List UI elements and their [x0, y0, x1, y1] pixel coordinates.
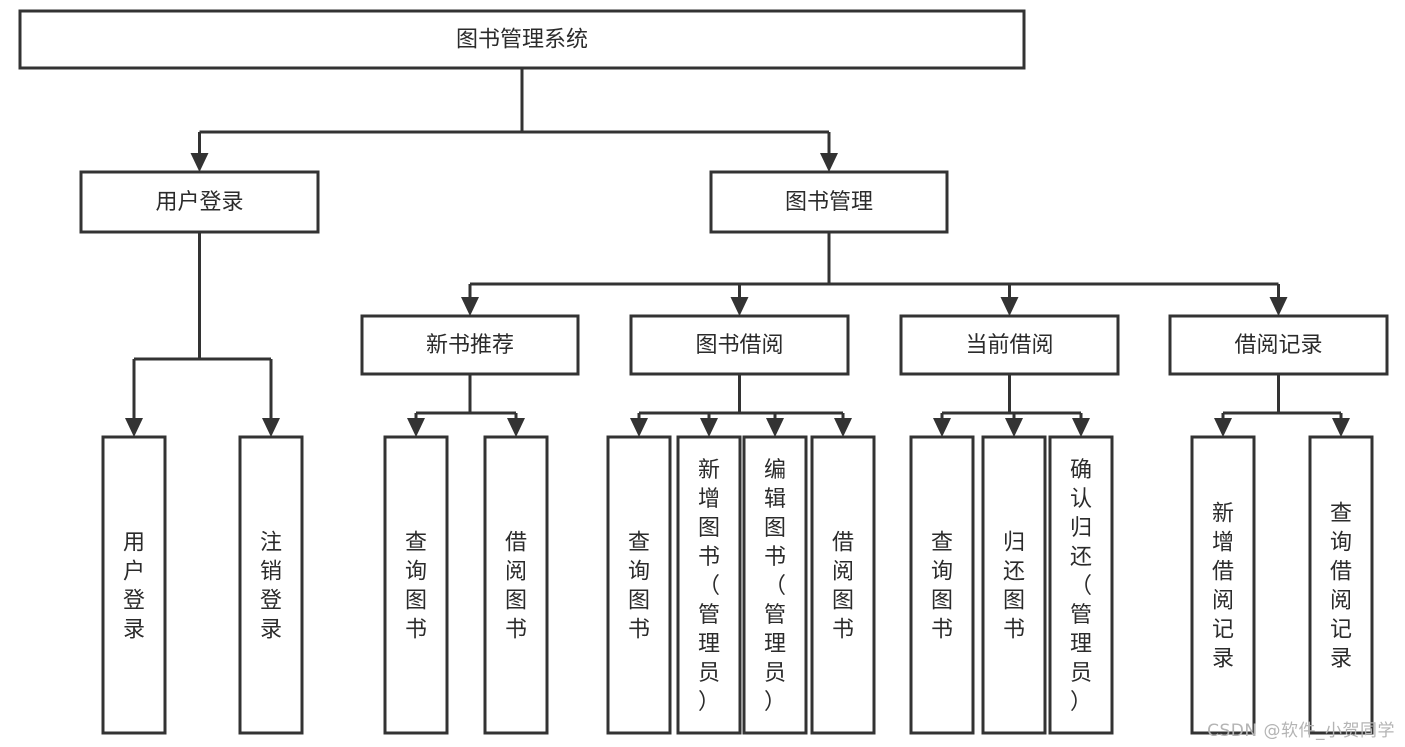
node-label: 新增图书（管理员）	[698, 458, 720, 715]
arrow-head	[933, 418, 951, 437]
node-box[interactable]	[810, 435, 876, 735]
node-box[interactable]	[483, 435, 549, 735]
node-label: 新增借阅记录	[1212, 502, 1234, 672]
node-leaf12[interactable]: 新增借阅记录	[1190, 435, 1256, 735]
node-leaf13[interactable]: 查询借阅记录	[1308, 435, 1374, 735]
arrow-head	[700, 418, 718, 437]
arrow-head	[630, 418, 648, 437]
arrow-head	[1005, 418, 1023, 437]
node-label: 查询借阅记录	[1330, 502, 1352, 672]
node-box[interactable]	[1168, 314, 1389, 376]
node-box[interactable]	[101, 435, 167, 735]
node-newbook[interactable]: 新书推荐	[360, 314, 580, 376]
node-borrow[interactable]: 图书借阅	[629, 314, 850, 376]
arrow-head	[461, 297, 479, 316]
arrow-head	[834, 418, 852, 437]
node-leaf1[interactable]: 用户登录	[101, 435, 167, 735]
node-leaf2[interactable]: 注销登录	[238, 435, 304, 735]
arrow-head	[125, 418, 143, 437]
node-box[interactable]	[606, 435, 672, 735]
arrow-head	[730, 297, 749, 316]
arrow-head	[1269, 297, 1288, 316]
arrow-head	[1072, 418, 1090, 437]
node-label: 借阅图书	[505, 531, 527, 643]
node-leaf7[interactable]: 编辑图书（管理员）	[742, 435, 808, 735]
connector-lines	[125, 68, 1350, 437]
node-bookmgmt[interactable]: 图书管理	[709, 170, 949, 234]
node-box[interactable]	[1308, 435, 1374, 735]
watermark-text: CSDN @软件_小贺同学	[1207, 721, 1395, 741]
nodes-layer: 图书管理系统用户登录图书管理新书推荐图书借阅当前借阅借阅记录用户登录注销登录查询…	[18, 9, 1389, 735]
node-label: 编辑图书（管理员）	[764, 458, 786, 715]
node-leaf10[interactable]: 归还图书	[981, 435, 1047, 735]
node-label: 用户登录	[123, 531, 145, 643]
node-leaf9[interactable]: 查询图书	[909, 435, 975, 735]
node-login[interactable]: 用户登录	[79, 170, 320, 234]
node-label: 注销登录	[260, 531, 282, 643]
node-leaf8[interactable]: 借阅图书	[810, 435, 876, 735]
node-box[interactable]	[18, 9, 1026, 70]
node-label: 借阅记录	[1234, 333, 1322, 358]
node-box[interactable]	[709, 170, 949, 234]
node-box[interactable]	[899, 314, 1120, 376]
node-box[interactable]	[383, 435, 449, 735]
node-label: 确认归还（管理员）	[1070, 458, 1092, 715]
node-box[interactable]	[1048, 435, 1114, 735]
node-label: 借阅图书	[832, 531, 854, 643]
node-leaf6[interactable]: 新增图书（管理员）	[676, 435, 742, 735]
node-label: 图书管理	[785, 190, 873, 215]
node-root[interactable]: 图书管理系统	[18, 9, 1026, 70]
node-box[interactable]	[909, 435, 975, 735]
node-label: 查询图书	[931, 531, 953, 643]
node-box[interactable]	[238, 435, 304, 735]
arrow-head	[1000, 297, 1019, 316]
node-box[interactable]	[676, 435, 742, 735]
node-leaf5[interactable]: 查询图书	[606, 435, 672, 735]
node-current[interactable]: 当前借阅	[899, 314, 1120, 376]
arrow-head	[190, 153, 209, 172]
arrow-head	[262, 418, 280, 437]
arrow-head	[1332, 418, 1350, 437]
node-leaf3[interactable]: 查询图书	[383, 435, 449, 735]
node-label: 用户登录	[155, 190, 243, 215]
node-box[interactable]	[742, 435, 808, 735]
node-leaf4[interactable]: 借阅图书	[483, 435, 549, 735]
node-box[interactable]	[79, 170, 320, 234]
node-label: 当前借阅	[965, 333, 1053, 358]
node-records[interactable]: 借阅记录	[1168, 314, 1389, 376]
node-box[interactable]	[629, 314, 850, 376]
arrow-head	[820, 153, 838, 172]
node-leaf11[interactable]: 确认归还（管理员）	[1048, 435, 1114, 735]
node-label: 图书借阅	[695, 333, 783, 358]
node-label: 图书管理系统	[456, 28, 588, 53]
node-label: 查询图书	[628, 531, 650, 643]
node-box[interactable]	[360, 314, 580, 376]
arrow-head	[766, 418, 784, 437]
node-label: 新书推荐	[426, 333, 514, 358]
arrow-head	[407, 418, 425, 437]
node-label: 归还图书	[1003, 531, 1025, 643]
arrow-head	[507, 418, 525, 437]
arrow-head	[1214, 418, 1232, 437]
node-box[interactable]	[981, 435, 1047, 735]
node-box[interactable]	[1190, 435, 1256, 735]
node-label: 查询图书	[405, 531, 427, 643]
